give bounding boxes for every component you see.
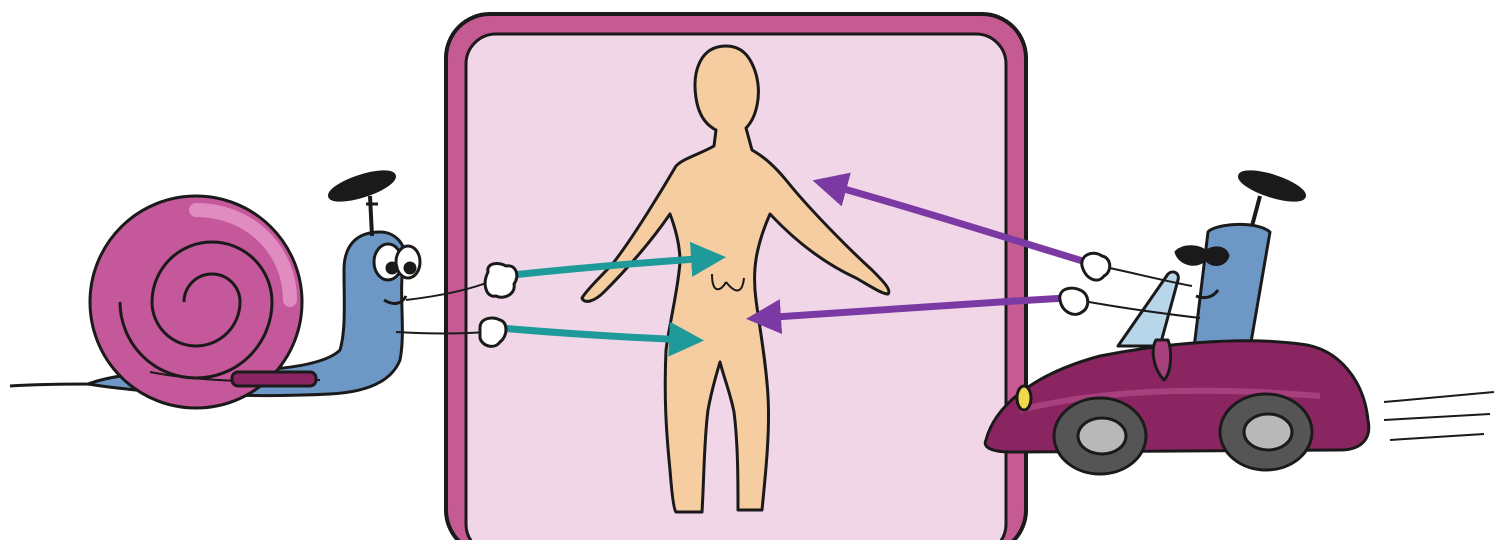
hand-icon — [485, 264, 517, 298]
hand-icon — [480, 318, 506, 346]
hand-icon — [1082, 253, 1110, 280]
hand-icon — [1060, 288, 1088, 314]
car-driver-character-icon — [985, 166, 1494, 474]
snail-character-icon — [10, 166, 517, 408]
